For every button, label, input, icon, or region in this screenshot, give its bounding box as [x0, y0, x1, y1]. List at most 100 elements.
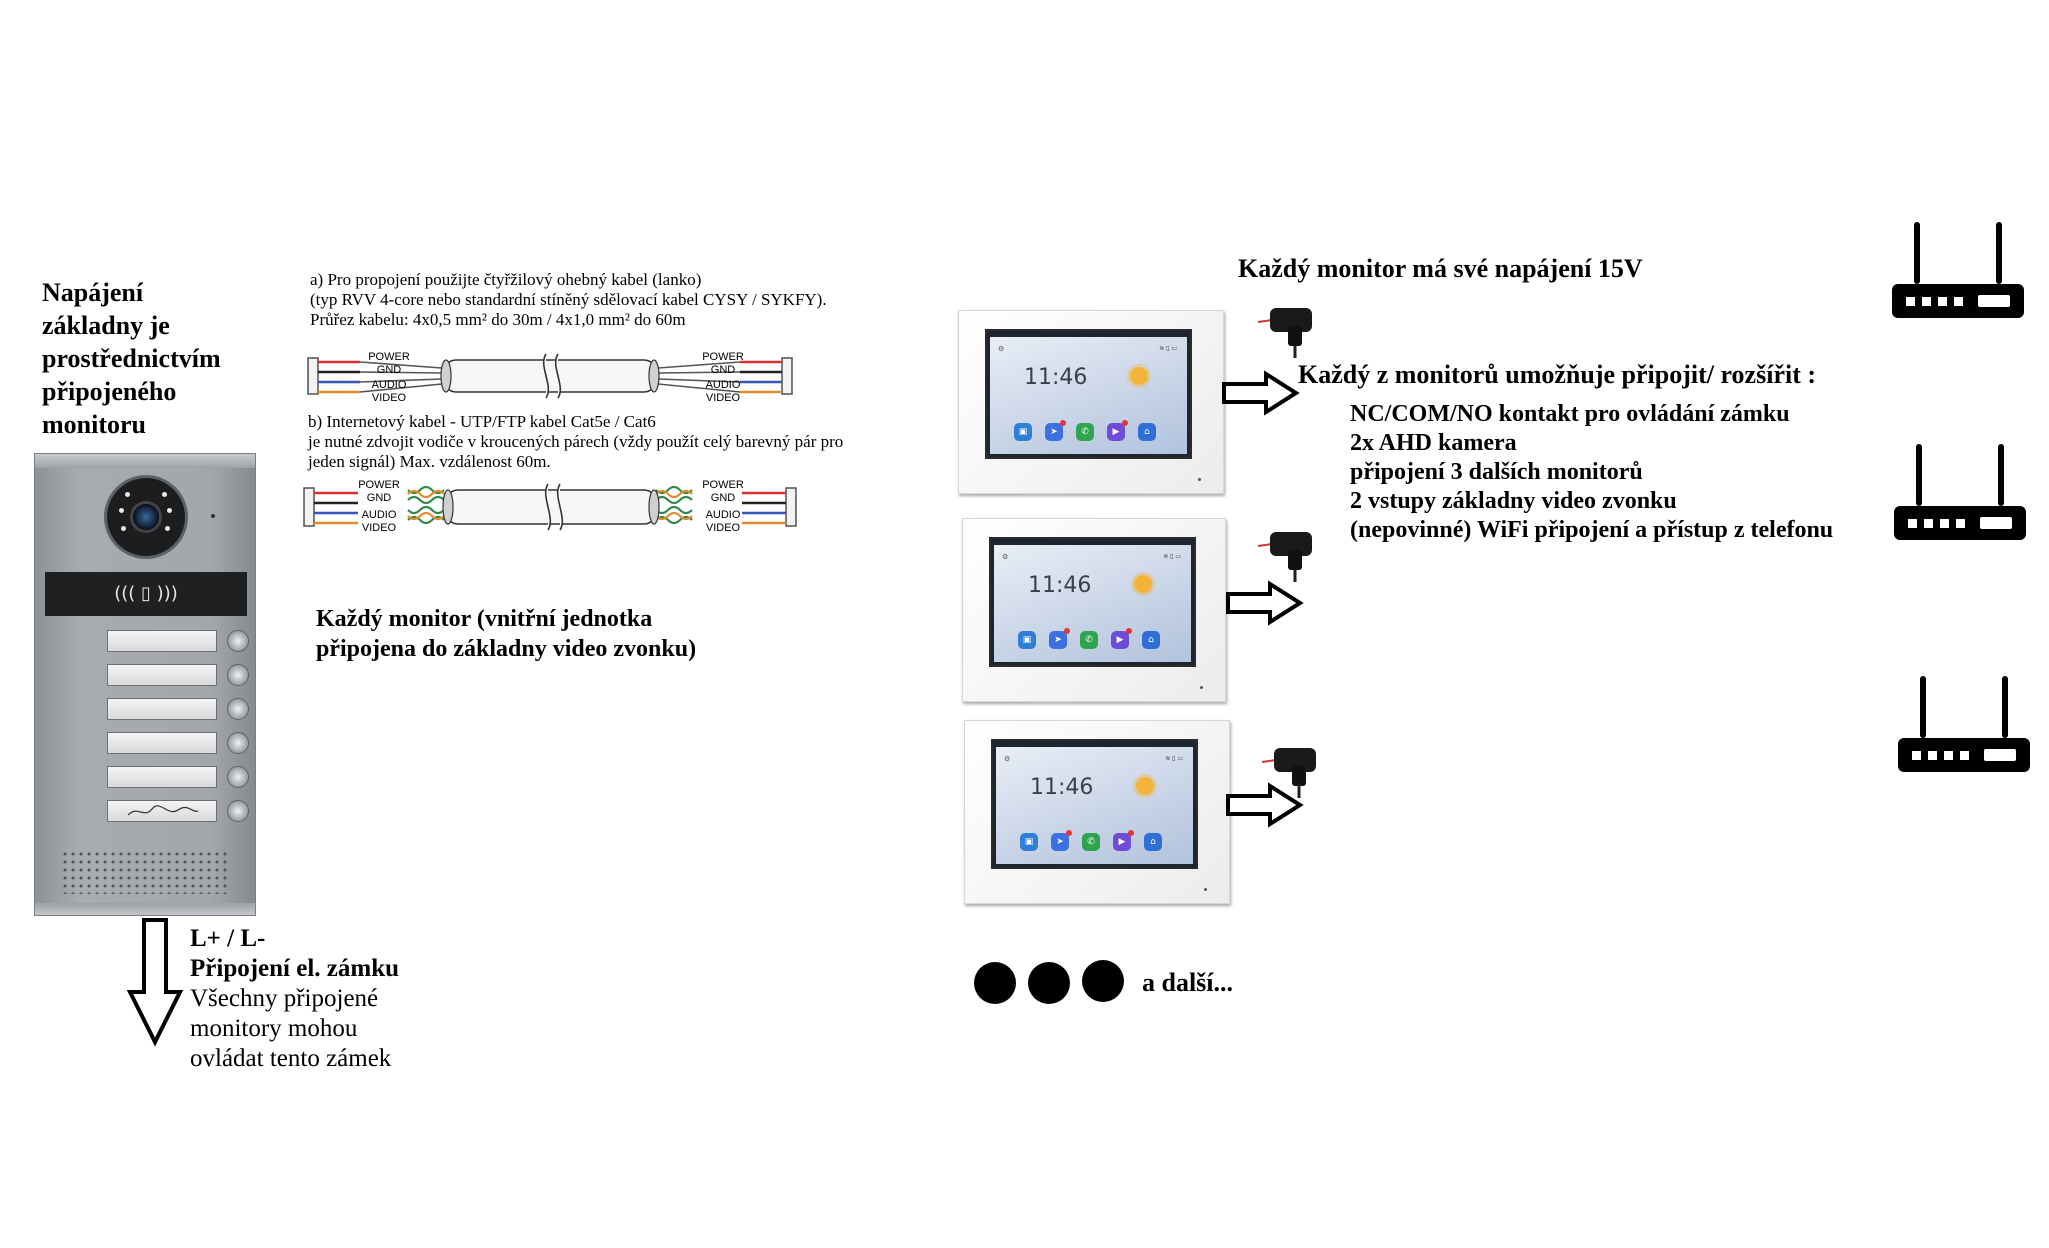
wire-label: GND [710, 364, 736, 376]
name-plate [107, 698, 217, 720]
status-icons: ≋ ▯ ▭ [1165, 755, 1183, 762]
sun-icon [1130, 367, 1148, 385]
app-icon[interactable]: ➤ [1049, 628, 1070, 649]
expand-item: 2 vstupy základny video zvonku [1350, 488, 1677, 514]
monitor-screen[interactable]: ⚙ ≋ ▯ ▭ 11:46 ▣ ➤ ✆ ▶ ⌂ [985, 329, 1192, 459]
app-icon[interactable]: ⌂ [1144, 833, 1162, 851]
cable-diagram-4core [307, 353, 793, 399]
twisted-pair-right [655, 489, 693, 521]
ir-led [125, 492, 130, 497]
base-power-note: Napájení základny je prostřednictvím při… [42, 276, 221, 441]
call-button[interactable] [227, 800, 249, 822]
status-icons: ≋ ▯ ▭ [1159, 345, 1177, 352]
sun-icon [1136, 777, 1154, 795]
lock-note: L+ / L- Připojení el. zámku Všechny přip… [190, 924, 399, 1074]
wire-label: POWER [358, 479, 400, 491]
more-dot [974, 962, 1016, 1004]
base-power-line: monitoru [42, 410, 146, 439]
left-connector [303, 487, 358, 527]
app-icon[interactable]: ✆ [1080, 631, 1098, 649]
app-icon[interactable]: ▶ [1111, 628, 1132, 649]
cable-b-text: b) Internetový kabel - UTP/FTP kabel Cat… [308, 412, 843, 472]
fan-left [359, 361, 443, 393]
right-connector [740, 357, 793, 395]
indoor-monitor: ⚙ ≋ ▯ ▭ 11:46 ▣ ➤ ✆ ▶ ⌂ [958, 310, 1224, 494]
wire-label: VIDEO [705, 392, 741, 404]
microphone-icon [211, 514, 215, 518]
router-icon [1898, 676, 2030, 772]
notification-badge [1128, 830, 1134, 836]
app-icon[interactable]: ▣ [1020, 833, 1038, 851]
call-button[interactable] [227, 664, 249, 686]
call-button[interactable] [227, 630, 249, 652]
expand-heading: Každý z monitorů umožňuje připojit/ rozš… [1298, 360, 1817, 389]
more-dot [1028, 962, 1070, 1004]
expand-item: NC/COM/NO kontakt pro ovládání zámku [1350, 401, 1790, 427]
monitor-note: Každý monitor (vnitřní jednotka připojen… [316, 604, 696, 664]
name-plate [107, 664, 217, 686]
wire-label: AUDIO [705, 509, 741, 521]
status-icons: ≋ ▯ ▭ [1163, 553, 1181, 560]
call-button[interactable] [227, 698, 249, 720]
rfid-icon: ((( ▯ ))) [45, 572, 247, 616]
twisted-pair-left [407, 489, 445, 521]
gear-icon[interactable]: ⚙ [1004, 755, 1011, 763]
app-icon[interactable]: ⌂ [1142, 631, 1160, 649]
wire-label: GND [710, 492, 736, 504]
wire-labels-left: POWER GND AUDIO VIDEO [366, 351, 412, 405]
ir-led [119, 508, 124, 513]
screen-clock: 11:46 [1030, 775, 1094, 800]
router-icon [1892, 222, 2024, 318]
call-row [35, 732, 257, 756]
notification-badge [1066, 830, 1072, 836]
wire-label: GND [366, 492, 392, 504]
indicator-dot [1204, 888, 1207, 891]
app-icon[interactable]: ▶ [1107, 420, 1128, 441]
sun-icon [1134, 575, 1152, 593]
screen-wallpaper: ⚙ ≋ ▯ ▭ 11:46 ▣ ➤ ✆ ▶ ⌂ [996, 747, 1193, 864]
right-connector [742, 487, 797, 527]
screen-wallpaper: ⚙ ≋ ▯ ▭ 11:46 ▣ ➤ ✆ ▶ ⌂ [990, 337, 1187, 454]
wire-labels-left: POWER GND AUDIO VIDEO [356, 479, 402, 535]
app-icon[interactable]: ▶ [1113, 830, 1134, 851]
more-text: a další... [1142, 968, 1234, 997]
call-row [35, 800, 257, 824]
cable-a-line: a) Pro propojení použijte čtyřžilový ohe… [310, 270, 702, 289]
expand-item: 2x AHD kamera [1350, 430, 1517, 456]
lock-desc: Všechny připojené [190, 985, 379, 1012]
call-row [35, 766, 257, 790]
call-button[interactable] [227, 732, 249, 754]
lock-desc: monitory mohou [190, 1015, 358, 1042]
monitor-screen[interactable]: ⚙ ≋ ▯ ▭ 11:46 ▣ ➤ ✆ ▶ ⌂ [991, 739, 1198, 869]
app-icon[interactable]: ▣ [1014, 423, 1032, 441]
power-adapter-icon [1258, 308, 1312, 358]
monitor-note-line: Každý monitor (vnitřní jednotka [316, 606, 653, 632]
app-icon[interactable]: ➤ [1045, 420, 1066, 441]
app-icon[interactable]: ⌂ [1138, 423, 1156, 441]
app-icon[interactable]: ▣ [1018, 631, 1036, 649]
wire-label: VIDEO [361, 522, 397, 534]
gear-icon[interactable]: ⚙ [1002, 553, 1009, 561]
cable-sheath [440, 353, 660, 399]
screen-clock: 11:46 [1024, 365, 1088, 390]
app-icon[interactable]: ✆ [1082, 833, 1100, 851]
wire-label: AUDIO [371, 379, 407, 391]
camera-lens [133, 504, 159, 530]
call-button[interactable] [227, 766, 249, 788]
camera-icon [107, 478, 185, 556]
monitor-screen[interactable]: ⚙ ≋ ▯ ▭ 11:46 ▣➤✆▶⌂ [989, 537, 1196, 667]
wire-label: AUDIO [705, 379, 741, 391]
doorbell-panel: ((( ▯ ))) [34, 453, 256, 916]
notification-badge [1122, 420, 1128, 426]
indicator-dot [1200, 686, 1203, 689]
cable-diagram-utp [303, 483, 797, 531]
notification-badge [1064, 628, 1070, 634]
panel-bottom-cap [35, 903, 255, 915]
cable-b-line: je nutné zdvojit vodiče v kroucených pár… [308, 432, 844, 451]
wire-label: POWER [702, 479, 744, 491]
lock-title: Připojení el. zámku [190, 955, 400, 982]
gear-icon[interactable]: ⚙ [998, 345, 1005, 353]
app-icon[interactable]: ➤ [1051, 830, 1072, 851]
speaker-grille [61, 850, 231, 894]
app-icon[interactable]: ✆ [1076, 423, 1094, 441]
